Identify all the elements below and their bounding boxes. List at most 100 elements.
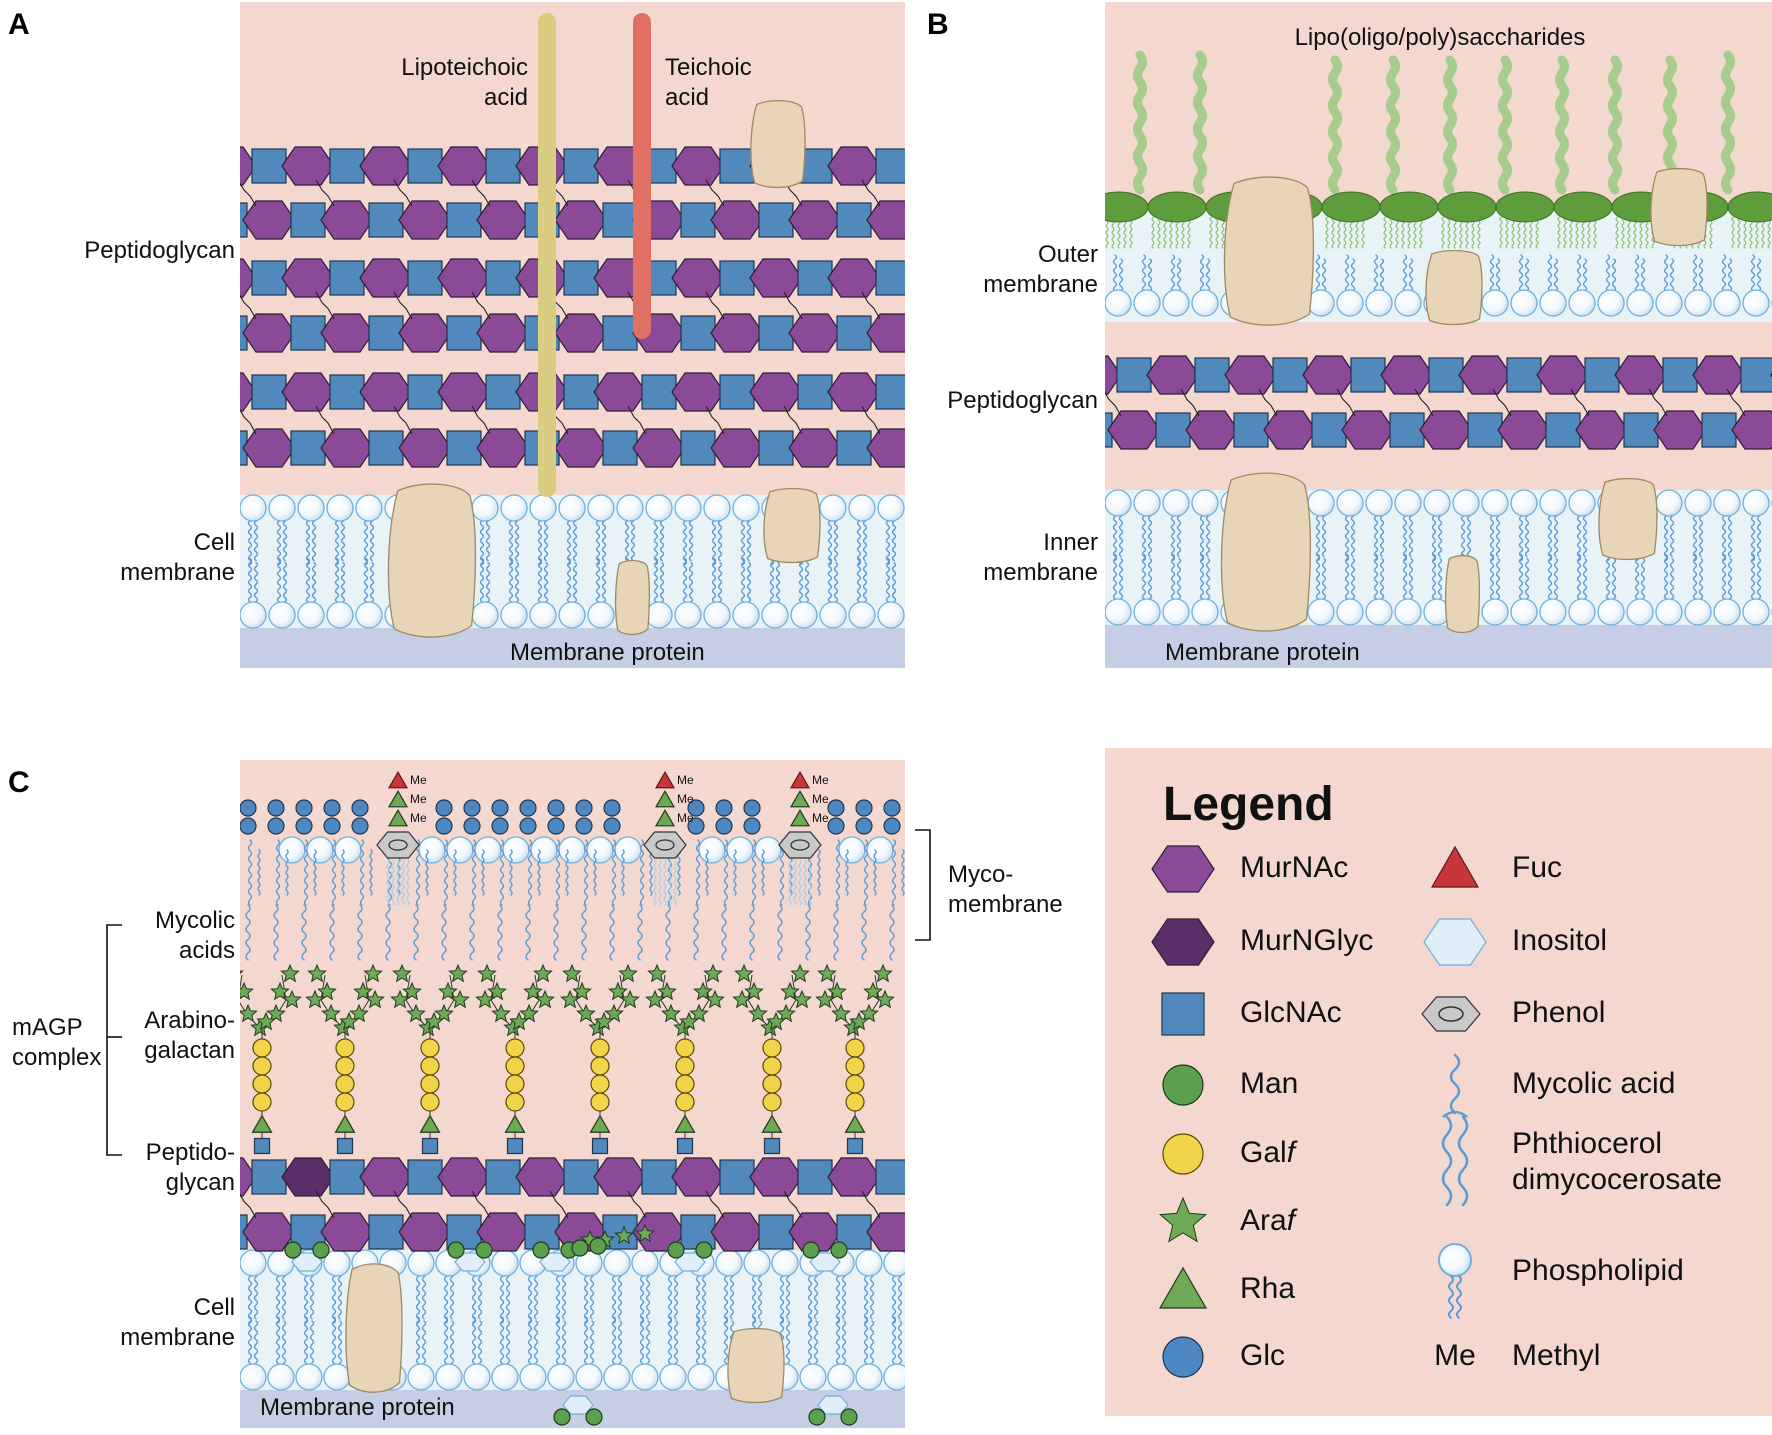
phospholipid-head (530, 495, 556, 521)
man (533, 1242, 549, 1258)
methyl-label: Me (410, 792, 427, 806)
peptidoglycan-label-line: Peptido- (146, 1139, 235, 1166)
glc (856, 800, 872, 816)
membrane-protein (388, 484, 475, 637)
peptidoglycan-label: Peptido-glycan (146, 1139, 235, 1196)
membrane-protein-label: Membrane protein (510, 639, 705, 666)
methyl-label: Me (677, 811, 694, 825)
glcnac (408, 1160, 442, 1194)
phospholipid-head (820, 495, 846, 521)
glc (352, 800, 368, 816)
glcnac (1273, 358, 1307, 392)
murnac (906, 1158, 958, 1196)
legend-label: Araf (1240, 1204, 1298, 1237)
glcnac (369, 431, 403, 465)
phospholipid-head (1511, 599, 1537, 625)
panel-a-pg-strand-2 (213, 201, 949, 239)
lipid-a-head (1380, 192, 1438, 222)
glcnac (759, 431, 793, 465)
legend-label-text: Mycolic acid (1512, 1067, 1675, 1100)
phospholipid-head (1569, 490, 1595, 516)
phospholipid-head (1395, 290, 1421, 316)
phospholipid-head (1105, 290, 1131, 316)
man (572, 1240, 588, 1256)
phospholipid-head (588, 495, 614, 521)
glc (296, 818, 312, 834)
glcnac (1741, 358, 1772, 392)
glcnac (603, 316, 637, 350)
galf (763, 1039, 781, 1057)
man (448, 1242, 464, 1258)
lipo-saccharides-label: Lipo(oligo/poly)saccharides (1295, 24, 1586, 51)
inner-membrane-protein (1221, 473, 1310, 631)
galf (253, 1093, 271, 1111)
glcnac (447, 431, 481, 465)
glcnac (681, 316, 715, 350)
phospholipid-head (1366, 599, 1392, 625)
galf (506, 1093, 524, 1111)
phospholipid-head (1192, 599, 1218, 625)
teichoic-acid-label-line: acid (665, 84, 709, 111)
man (285, 1242, 301, 1258)
legend-label-text: Man (1240, 1067, 1298, 1100)
methyl-label: Me (812, 811, 829, 825)
phospholipid-head (1656, 290, 1682, 316)
phospholipid-head (298, 495, 324, 521)
phospholipid-head (464, 1364, 490, 1390)
glcnac (915, 316, 949, 350)
glcnac (1234, 413, 1268, 447)
glcnac (1624, 413, 1658, 447)
phospholipid-head (475, 837, 501, 863)
man (803, 1242, 819, 1258)
phospholipid-head (587, 837, 613, 863)
glcnac (1117, 358, 1151, 392)
glcnac (603, 431, 637, 465)
magp-complex-label-line: complex (12, 1044, 101, 1071)
glcnac (1312, 413, 1346, 447)
phospholipid-head (1598, 599, 1624, 625)
panel-a-pg-strand-4 (213, 314, 949, 352)
phospholipid-head (1337, 290, 1363, 316)
glc-icon (1163, 1337, 1203, 1377)
phospholipid-head (704, 495, 730, 521)
peptidoglycan-label-line: glycan (166, 1169, 235, 1196)
phospholipid-head (298, 602, 324, 628)
phospholipid-head (839, 837, 865, 863)
lipoteichoic-acid-label-line: acid (484, 84, 528, 111)
phospholipid-head (688, 1364, 714, 1390)
inner-membrane-protein (1446, 556, 1480, 633)
glc (884, 800, 900, 816)
lipid-a-head (1554, 192, 1612, 222)
legend-label: Glc (1240, 1339, 1285, 1372)
phospholipid-head (1482, 599, 1508, 625)
glcnac-shape (1162, 993, 1204, 1035)
panel-a-content (204, 2, 958, 668)
glcnac (837, 431, 871, 465)
phospholipid-head (675, 602, 701, 628)
man (554, 1409, 570, 1425)
galf (763, 1075, 781, 1093)
legend-label-line: dimycocerosate (1512, 1163, 1722, 1196)
panel-a-pg-strand-3 (204, 259, 958, 297)
inner-membrane-label-line: membrane (983, 559, 1098, 586)
glc (548, 818, 564, 834)
galf (676, 1039, 694, 1057)
legend-label: Rha (1240, 1272, 1295, 1305)
glcnac-linker (255, 1139, 270, 1154)
peptidoglycan-label: Peptidoglycan (947, 387, 1098, 414)
methyl-label: Me (410, 773, 427, 787)
lps-chain (1391, 60, 1396, 190)
galf (763, 1057, 781, 1075)
mycomembrane-label-line: Myco- (948, 861, 1013, 888)
glc (576, 800, 592, 816)
legend-title: Legend (1163, 778, 1334, 831)
phospholipid-head (1337, 599, 1363, 625)
membrane-protein-label: Membrane protein (1165, 639, 1360, 666)
inner-membrane-protein (1599, 479, 1657, 560)
glcnac (1390, 413, 1424, 447)
cell-membrane-label-line: Cell (194, 1294, 235, 1321)
phospholipid-head (1453, 490, 1479, 516)
arabinogalactan-label-line: galactan (144, 1037, 235, 1064)
